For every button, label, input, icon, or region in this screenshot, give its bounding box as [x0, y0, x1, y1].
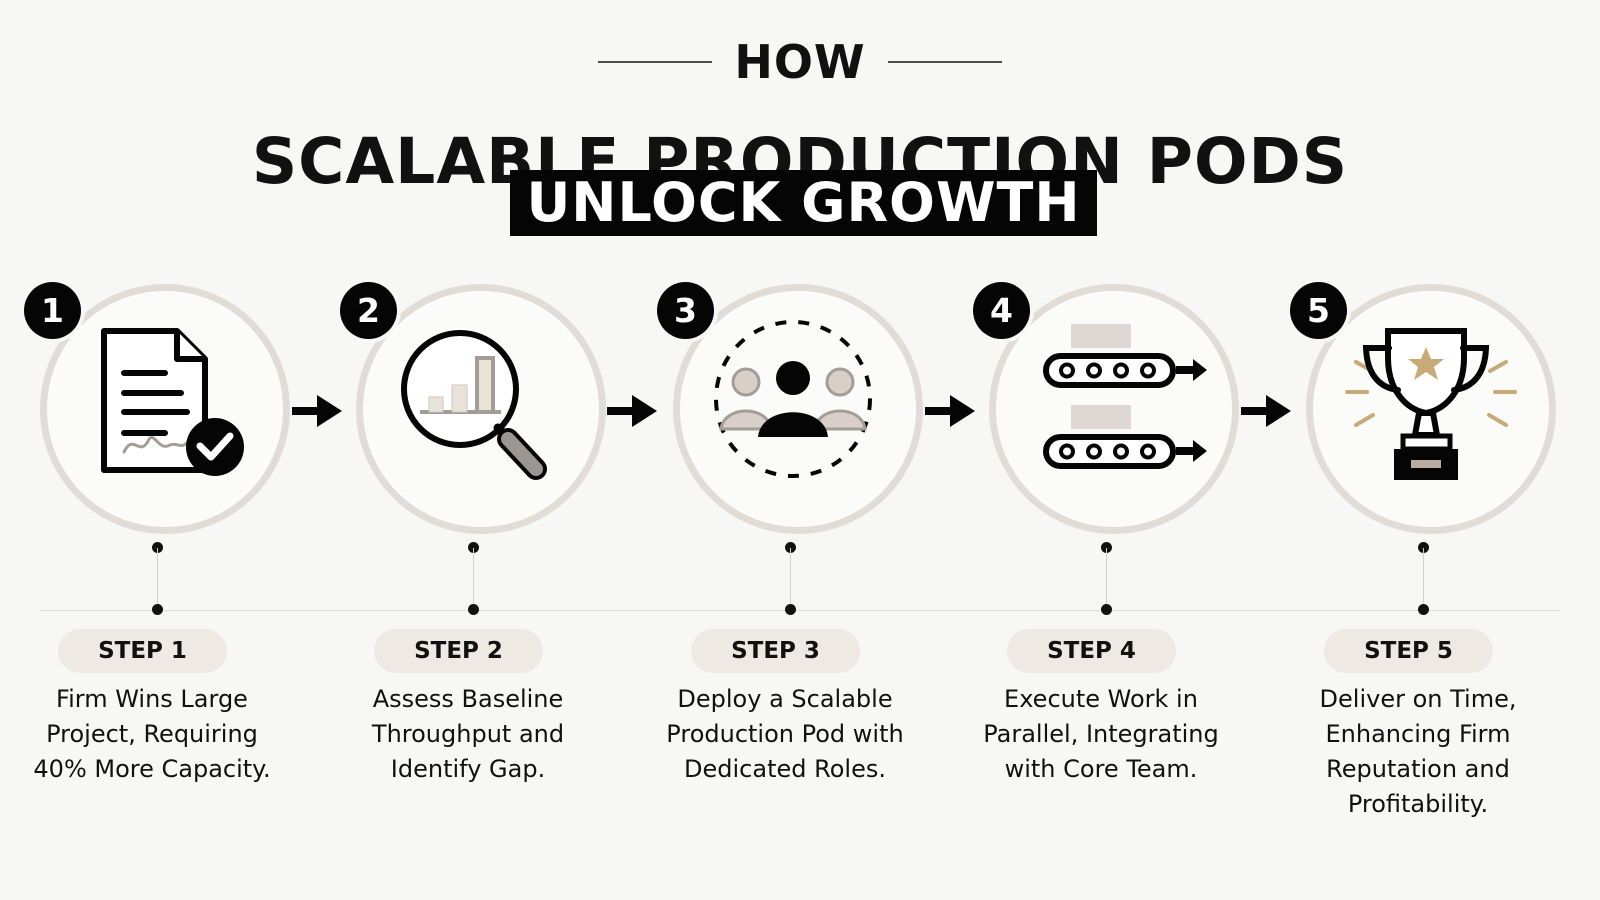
- process-step-5: 5 STEP 5 Deliver on Time, Enhancing Firm…: [1283, 270, 1573, 890]
- step-5-description-line-4: Profitability.: [1347, 790, 1489, 818]
- process-flow: 1 STEP 1 Firm Wins Large Project, Requir…: [0, 270, 1600, 890]
- timeline-divider: [40, 610, 1560, 611]
- step-4-description-line-2: Parallel, Integrating: [983, 720, 1219, 748]
- signed-contract-icon: [101, 328, 244, 476]
- next-step-arrow-icon: [292, 395, 342, 427]
- step-1-description-line-3: 40% More Capacity.: [33, 755, 271, 783]
- step-3-number-badge: 3: [657, 282, 714, 339]
- step-2-description-line-2: Throughput and: [371, 720, 565, 748]
- step-4-description-line-3: with Core Team.: [1004, 755, 1198, 783]
- step-2-description-line-1: Assess Baseline: [372, 685, 564, 713]
- step-2-connector-top-dot: [468, 542, 479, 553]
- step-1-label-pill: STEP 1: [58, 629, 227, 673]
- step-2-description: Assess Baseline Throughput and Identify …: [338, 682, 598, 787]
- step-3-connector-bottom-dot: [785, 604, 796, 615]
- step-1-number-badge: 1: [24, 282, 81, 339]
- infographic-header: HOW SCALABLE PRODUCTION PODS UNLOCK GROW…: [0, 0, 1600, 250]
- step-2-connector-bottom-dot: [468, 604, 479, 615]
- step-2-connector-line: [473, 548, 474, 608]
- step-5-number-badge: 5: [1290, 282, 1347, 339]
- step-4-connector-bottom-dot: [1101, 604, 1112, 615]
- step-2-description-line-3: Identify Gap.: [390, 755, 546, 783]
- step-4-description: Execute Work in Parallel, Integrating wi…: [971, 682, 1231, 787]
- step-3-description-line-3: Dedicated Roles.: [684, 755, 886, 783]
- process-step-4: 4 STEP 4 Execute Work in Parallel, Integ…: [966, 270, 1256, 890]
- step-2-label-pill: STEP 2: [374, 629, 543, 673]
- step-5-label-pill: STEP 5: [1324, 629, 1493, 673]
- eyebrow-row: HOW: [0, 34, 1600, 90]
- step-2-number-badge: 2: [340, 282, 397, 339]
- step-1-description-line-1: Firm Wins Large: [56, 685, 248, 713]
- step-3-label-pill: STEP 3: [691, 629, 860, 673]
- step-1-description-line-2: Project, Requiring: [46, 720, 258, 748]
- step-1-description: Firm Wins Large Project, Requiring 40% M…: [22, 682, 282, 787]
- team-pod-icon: [714, 320, 872, 478]
- subtitle-band: UNLOCK GROWTH: [510, 170, 1097, 236]
- step-1-connector-line: [157, 548, 158, 608]
- parallel-conveyor-icon: [1043, 324, 1207, 469]
- next-step-arrow-icon: [925, 395, 975, 427]
- eyebrow-text: HOW: [734, 35, 866, 89]
- step-5-description-line-2: Enhancing Firm: [1325, 720, 1511, 748]
- eyebrow-right-rule: [887, 61, 1002, 63]
- step-1-connector-bottom-dot: [152, 604, 163, 615]
- step-3-connector-top-dot: [785, 542, 796, 553]
- step-5-description: Deliver on Time, Enhancing Firm Reputati…: [1288, 682, 1548, 822]
- eyebrow-left-rule: [598, 61, 713, 63]
- step-4-number-badge: 4: [973, 282, 1030, 339]
- step-3-description-line-2: Production Pod with: [666, 720, 904, 748]
- step-5-description-line-1: Deliver on Time,: [1319, 685, 1517, 713]
- step-4-description-line-1: Execute Work in: [1004, 685, 1198, 713]
- step-3-description-line-1: Deploy a Scalable: [677, 685, 893, 713]
- next-step-arrow-icon: [607, 395, 657, 427]
- process-step-2: 2 STEP 2 Assess Baseline Throughput and …: [333, 270, 623, 890]
- step-3-description: Deploy a Scalable Production Pod with De…: [655, 682, 915, 787]
- step-3-connector-line: [790, 548, 791, 608]
- process-step-3: 3 STEP 3 Deploy a Scalable Production Po…: [650, 270, 940, 890]
- step-4-connector-line: [1106, 548, 1107, 608]
- step-4-label-pill: STEP 4: [1007, 629, 1176, 673]
- trophy-icon: [1345, 328, 1517, 480]
- page-subtitle: UNLOCK GROWTH: [526, 171, 1081, 234]
- step-1-connector-top-dot: [152, 542, 163, 553]
- process-step-1: 1 STEP 1 Firm Wins Large Project, Requir…: [17, 270, 307, 890]
- next-step-arrow-icon: [1241, 395, 1291, 427]
- step-5-description-line-3: Reputation and: [1326, 755, 1510, 783]
- step-4-connector-top-dot: [1101, 542, 1112, 553]
- step-5-connector-line: [1423, 548, 1424, 608]
- magnifying-chart-icon: [401, 330, 547, 480]
- step-5-connector-bottom-dot: [1418, 604, 1429, 615]
- step-5-connector-top-dot: [1418, 542, 1429, 553]
